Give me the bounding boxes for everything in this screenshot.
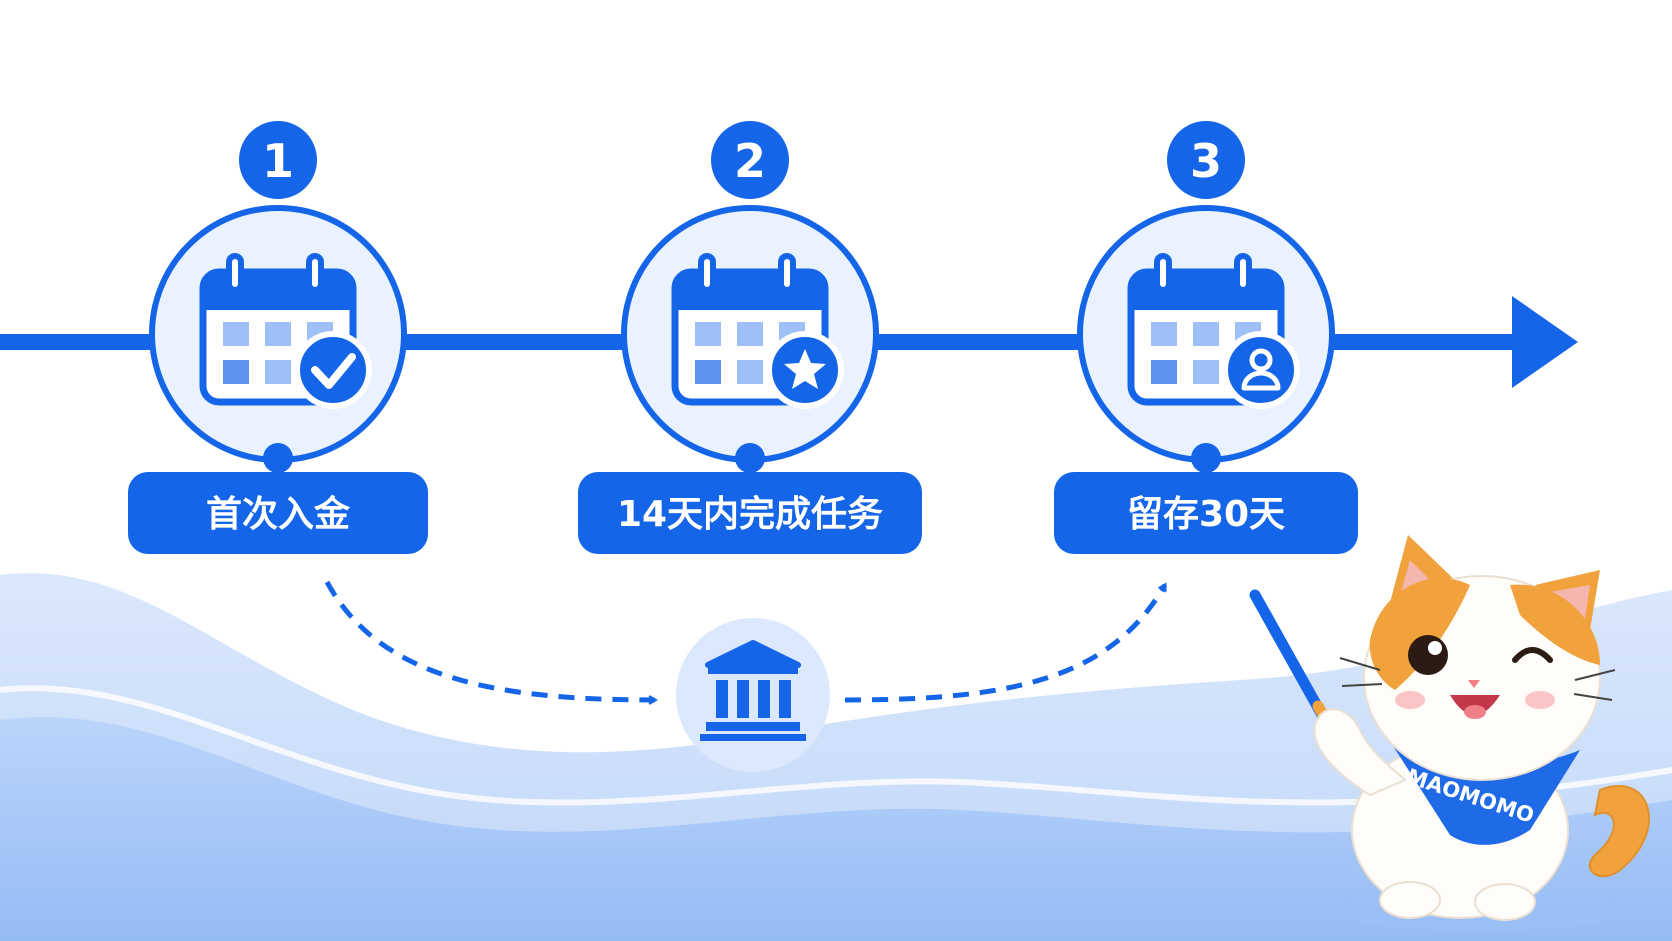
- bank-icon: [676, 618, 830, 772]
- step-3-number: 3: [1190, 134, 1222, 188]
- wave-front: [0, 717, 1672, 941]
- step-2-number: 2: [734, 134, 766, 188]
- step-3-label: 留存30天: [1127, 494, 1285, 535]
- check-icon: [294, 331, 372, 409]
- mascot-eye: [1408, 635, 1448, 675]
- step-1-label: 首次入金: [206, 493, 351, 535]
- step-3-label-box: 留存30天: [1054, 472, 1358, 554]
- step-2-number-badge: 2: [705, 115, 795, 205]
- dashed-arrow-right: [844, 585, 1168, 703]
- step-2-connector-dot: [735, 443, 765, 473]
- step-1-number: 1: [262, 134, 294, 188]
- dashed-arrow-left: [324, 580, 655, 700]
- timeline-arrowhead: [1512, 296, 1578, 388]
- step-2-label: 14天内完成任务: [617, 494, 883, 535]
- wave-highlight: [0, 685, 1672, 806]
- step-1-connector-dot: [263, 443, 293, 473]
- cat-mascot-icon: MAOMOMO: [1249, 535, 1650, 930]
- step-3-number-badge: 3: [1161, 115, 1251, 205]
- star-icon: [766, 331, 844, 409]
- step-3: 3 留存30天: [1054, 115, 1358, 554]
- step-1-number-badge: 1: [233, 115, 323, 205]
- mascot-wink: [1512, 647, 1553, 663]
- step-2-label-box: 14天内完成任务: [578, 472, 922, 554]
- user-icon: [1222, 331, 1300, 409]
- step-1: 1 首次入金: [128, 115, 428, 554]
- step-1-label-box: 首次入金: [128, 472, 428, 554]
- step-2: 2 14天内完成任务: [578, 115, 922, 554]
- step-3-connector-dot: [1191, 443, 1221, 473]
